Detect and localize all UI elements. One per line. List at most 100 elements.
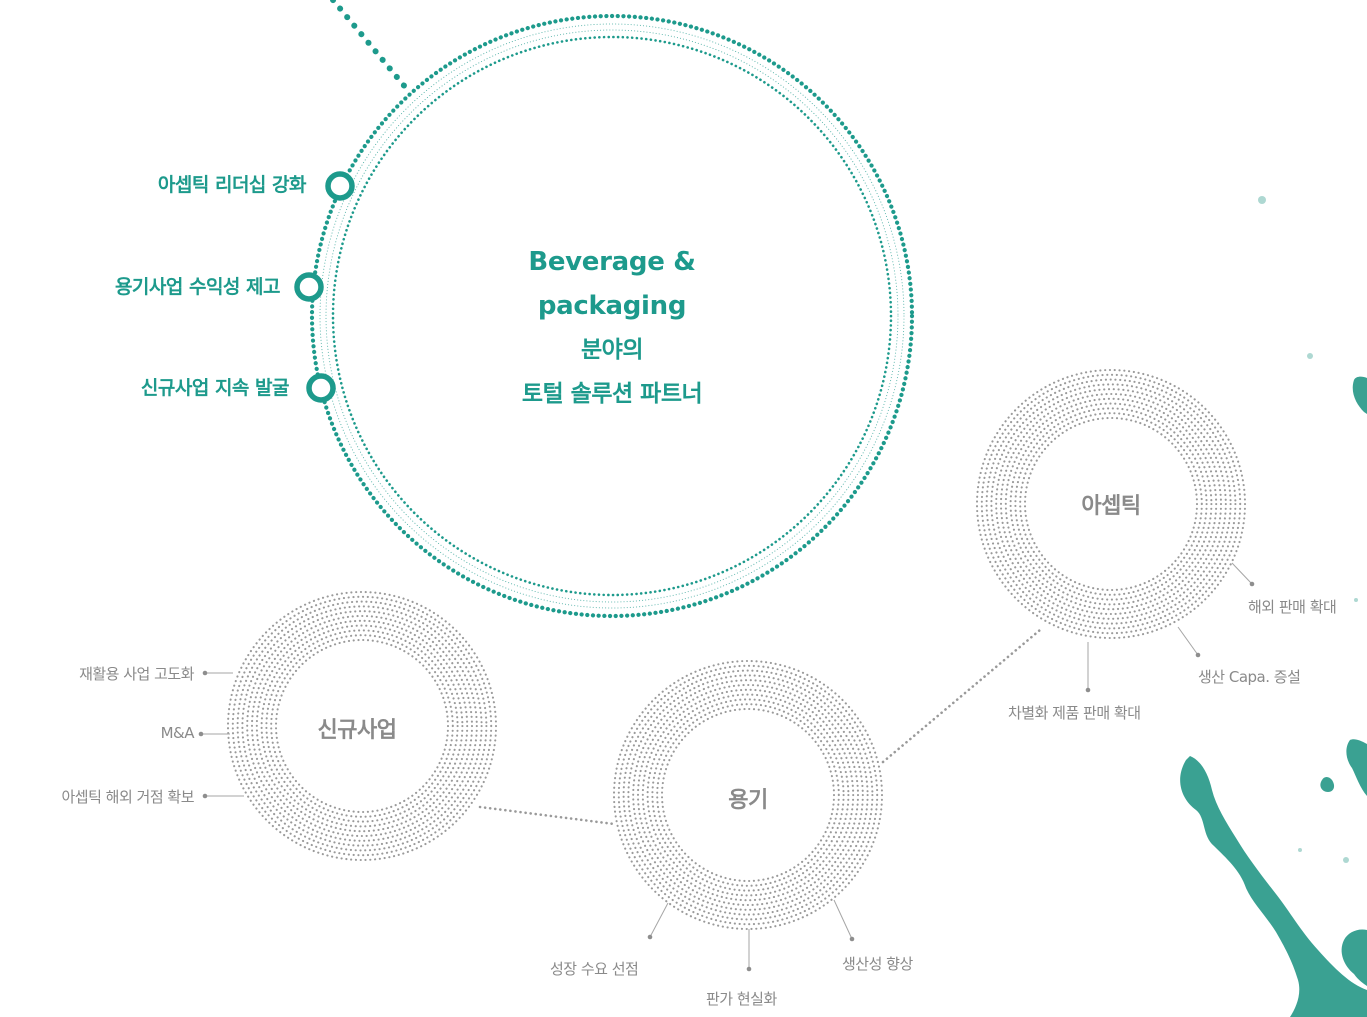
container-title: 용기: [728, 788, 768, 813]
main-circle-line2: 분야의: [581, 337, 643, 363]
goal-label-aseptic-leadership: 아셉틱 리더십 강화: [157, 174, 307, 196]
splash-blob-3: [1352, 376, 1367, 414]
container-item-demand: 성장 수요 선점: [550, 960, 639, 978]
splash-droplet-1: [1343, 857, 1349, 863]
leader-dot: [198, 731, 204, 737]
aseptic-circle: [975, 368, 1247, 640]
new-business-ring-6: [250, 614, 474, 838]
aseptic-ring-6: [999, 392, 1223, 616]
main-circle: [309, 13, 915, 619]
main-circle-line3: 토털 솔루션 파트너: [521, 381, 703, 407]
aseptic-ring-3: [1014, 407, 1208, 601]
aseptic-ring-7: [995, 388, 1227, 620]
splash-droplet-2: [1298, 848, 1302, 852]
leader-dot: [647, 934, 653, 940]
splash-blob-2: [1346, 739, 1367, 796]
new-business-ring-10: [231, 595, 493, 857]
main-circle-connector-line: [330, 0, 409, 91]
container-leader-productivity: [833, 899, 855, 942]
new-business-ring-3: [265, 629, 459, 823]
aseptic-item-capa-expansion: 생산 Capa. 증설: [1198, 668, 1301, 686]
new-business-ring-4: [260, 624, 464, 828]
new-business-ring-5: [255, 619, 469, 833]
aseptic-item-differentiated-products: 차별화 제품 판매 확대: [1008, 704, 1141, 722]
leader-dot: [1195, 652, 1201, 658]
leader-line: [649, 902, 669, 938]
water-splash-decoration: [1180, 196, 1367, 1017]
container-ring-10: [617, 664, 879, 926]
container-ring-9: [622, 669, 874, 921]
container-ring-2: [656, 703, 840, 887]
new-business-item-mna: M&A: [160, 724, 195, 742]
container-ring-3: [651, 698, 845, 892]
container-item-price: 판가 현실화: [706, 990, 777, 1008]
connector-container-aseptic: [881, 628, 1042, 764]
aseptic-ring-4: [1009, 402, 1213, 606]
goal-marker-1: [325, 171, 355, 201]
leader-line: [1177, 626, 1199, 656]
leader-dot: [202, 670, 208, 676]
aseptic-leader-differentiated: [1085, 642, 1091, 693]
container-leader-demand: [647, 902, 669, 940]
container-ring-11: [612, 659, 884, 931]
main-ring-inner: [331, 35, 893, 597]
circle-connector-lines: [478, 628, 1042, 826]
main-circle-text: Beverage & packaging 분야의 토털 솔루션 파트너: [455, 240, 769, 416]
new-business-leader-overseas: [202, 793, 244, 799]
aseptic-ring-9: [985, 378, 1237, 630]
aseptic-leader-overseas: [1231, 562, 1255, 587]
main-circle-line1: Beverage & packaging: [528, 247, 696, 321]
new-business-circle: [226, 590, 498, 862]
aseptic-title: 아셉틱: [1081, 494, 1141, 519]
container-ring-8: [627, 674, 869, 916]
new-business-item-overseas-base: 아셉틱 해외 거점 확보: [61, 788, 194, 806]
main-connector-dots: [330, 0, 409, 91]
new-business-leader-mna: [198, 731, 230, 737]
goal-markers: [294, 171, 355, 403]
splash-droplet-4: [1258, 196, 1266, 204]
aseptic-ring-5: [1004, 397, 1218, 611]
splash-blob-1: [1180, 756, 1367, 1017]
goal-label-container-profitability: 용기사업 수익성 제고: [114, 276, 281, 298]
container-ring-5: [641, 688, 855, 902]
splash-blob-5: [1320, 777, 1335, 792]
container-circle: [612, 659, 884, 931]
aseptic-leader-capa: [1177, 626, 1201, 658]
new-business-item-recycling: 재활용 사업 고도화: [79, 665, 194, 683]
goal-marker-3: [306, 373, 336, 403]
container-ring-6: [636, 683, 860, 907]
aseptic-ring-10: [980, 373, 1242, 635]
goal-label-new-business: 신규사업 지속 발굴: [140, 377, 290, 399]
container-ring-7: [632, 679, 864, 911]
connector-new-business-container: [478, 805, 616, 826]
new-business-ring-8: [241, 605, 483, 847]
new-business-ring-11: [226, 590, 498, 862]
splash-droplet-3: [1307, 353, 1313, 359]
new-business-ring-2: [270, 634, 454, 818]
new-business-title: 신규사업: [317, 718, 397, 743]
leader-dot: [202, 793, 208, 799]
leader-dot: [849, 936, 855, 942]
container-leader-price: [746, 929, 752, 972]
splash-blob-4: [1341, 929, 1367, 986]
item-leader-lines: [198, 562, 1255, 972]
leader-dot: [1249, 581, 1255, 587]
aseptic-ring-8: [990, 383, 1232, 625]
aseptic-ring-1: [1023, 416, 1199, 592]
aseptic-ring-2: [1019, 412, 1203, 596]
container-ring-4: [646, 693, 850, 897]
new-business-ring-1: [274, 638, 450, 814]
container-item-productivity: 생산성 향상: [842, 955, 913, 973]
aseptic-ring-11: [975, 368, 1247, 640]
leader-line: [1231, 562, 1253, 585]
main-ring-dotted-2: [325, 29, 899, 603]
leader-dot: [746, 966, 752, 972]
splash-droplet-5: [1354, 598, 1358, 602]
goal-marker-2: [294, 272, 324, 302]
new-business-leader-recycling: [202, 670, 233, 676]
leader-line: [833, 899, 853, 940]
main-ring-dotted-1: [319, 23, 905, 609]
new-business-ring-7: [246, 610, 478, 842]
